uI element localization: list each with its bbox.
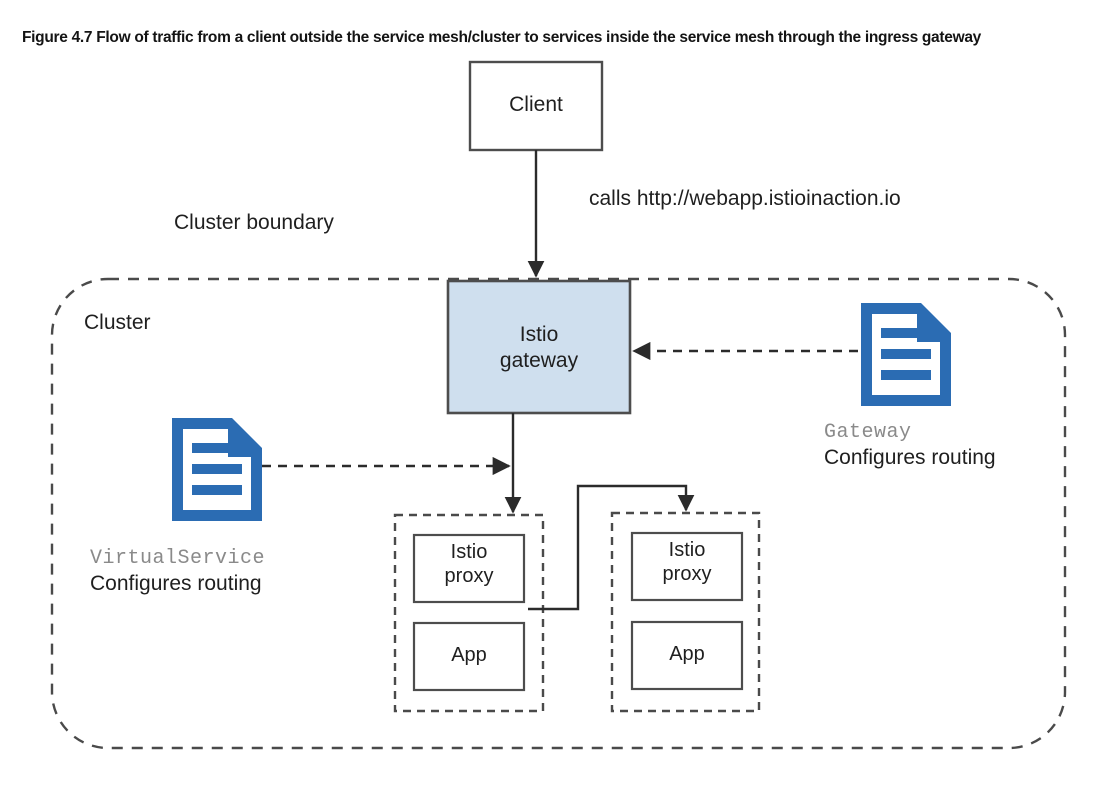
pod-left-app-label: App	[451, 644, 487, 666]
istio-gateway-box-shape	[446, 279, 632, 415]
figure-caption: Figure 4.7 Flow of traffic from a client…	[22, 29, 981, 46]
pod-left-proxy-label: Istio proxy	[444, 541, 494, 588]
pod-left-proxy-shape	[412, 533, 526, 604]
pod-right-proxy-shape	[630, 531, 744, 602]
client-box-label: Client	[509, 93, 563, 116]
gateway-document-icon	[861, 303, 951, 406]
istio-gateway-box-label: Istio gateway	[499, 323, 579, 372]
edge-pod-left-to-pod-right	[528, 484, 695, 611]
cluster-boundary-shape	[50, 277, 1067, 750]
virtualservice-document-icon	[172, 418, 262, 521]
pod-right-app-shape	[630, 620, 744, 691]
cluster-label: Cluster	[84, 311, 151, 334]
pod-left-app-shape	[412, 621, 526, 692]
client-call-annotation: calls http://webapp.istioinaction.io	[589, 187, 901, 210]
gateway-resource-kind: Gateway	[824, 421, 912, 444]
virtualservice-resource-description: Configures routing	[90, 572, 262, 595]
pod-right-app-label: App	[669, 643, 705, 665]
pod-right-proxy-label: Istio proxy	[662, 539, 712, 586]
gateway-resource-description: Configures routing	[824, 446, 996, 469]
client-box-shape	[468, 60, 604, 152]
virtualservice-resource-kind: VirtualService	[90, 547, 266, 570]
cluster-boundary-label: Cluster boundary	[174, 211, 334, 234]
